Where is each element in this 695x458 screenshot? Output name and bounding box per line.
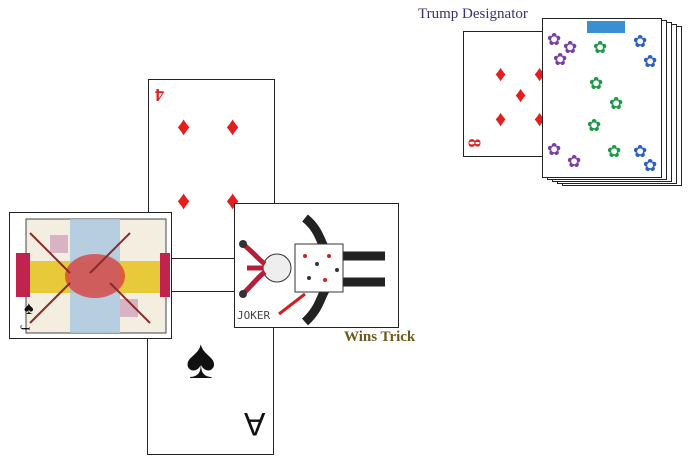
frog-icon: ✿ xyxy=(589,74,604,93)
trick-card-jack-of-spades[interactable]: ♠ J xyxy=(9,212,172,339)
frog-icon: ✿ xyxy=(607,142,622,161)
frog-icon: ✿ xyxy=(567,152,582,171)
frog-icon: ✿ xyxy=(547,30,562,49)
deck-back-tab xyxy=(587,21,625,33)
draw-deck[interactable]: ✿ ✿ ✿ ✿ ✿ ✿ ✿ ✿ ✿ ✿ ✿ ✿ ✿ ✿ xyxy=(542,18,692,188)
spade-pip-icon: ♠ xyxy=(186,329,216,391)
diamond-pip-icon: ♦ xyxy=(515,82,527,107)
diamond-pip-icon: ♦ xyxy=(495,106,507,131)
card-index-rank: A xyxy=(244,406,266,442)
diamond-pip-icon: ♦ xyxy=(534,61,546,86)
joker-index-label: JOKER xyxy=(237,309,271,322)
frog-icon: ✿ xyxy=(633,32,648,51)
spade-pip-icon: ♠ xyxy=(24,298,34,318)
card-index-rank: J xyxy=(16,325,32,331)
frog-icon: ✿ xyxy=(609,94,624,113)
card-index-rank: 8 xyxy=(464,138,485,148)
frog-icon: ✿ xyxy=(593,38,608,57)
card-index-rank: 4 xyxy=(155,85,164,105)
frog-icon: ✿ xyxy=(643,156,658,175)
diamond-pip-icon: ♦ xyxy=(177,112,191,141)
diamond-pip-icon: ♦ xyxy=(177,186,191,215)
diamond-pip-icon: ♦ xyxy=(226,112,240,141)
diamond-pip-icon: ♦ xyxy=(495,61,507,86)
frog-icon: ✿ xyxy=(553,50,568,69)
frog-icon: ✿ xyxy=(587,116,602,135)
diamond-pip-icon: ♦ xyxy=(534,106,546,131)
deck-card-back-top: ✿ ✿ ✿ ✿ ✿ ✿ ✿ ✿ ✿ ✿ ✿ ✿ ✿ ✿ xyxy=(542,18,662,178)
jack-illustration xyxy=(16,218,170,334)
jester-illustration xyxy=(239,214,385,326)
trump-designator-label: Trump Designator xyxy=(418,6,528,22)
trick-card-joker[interactable]: JOKER xyxy=(234,203,399,328)
frog-icon: ✿ xyxy=(633,142,648,161)
frog-icon: ✿ xyxy=(563,38,578,57)
wins-trick-label: Wins Trick xyxy=(344,329,416,345)
frog-icon: ✿ xyxy=(643,52,658,71)
frog-icon: ✿ xyxy=(547,140,562,159)
